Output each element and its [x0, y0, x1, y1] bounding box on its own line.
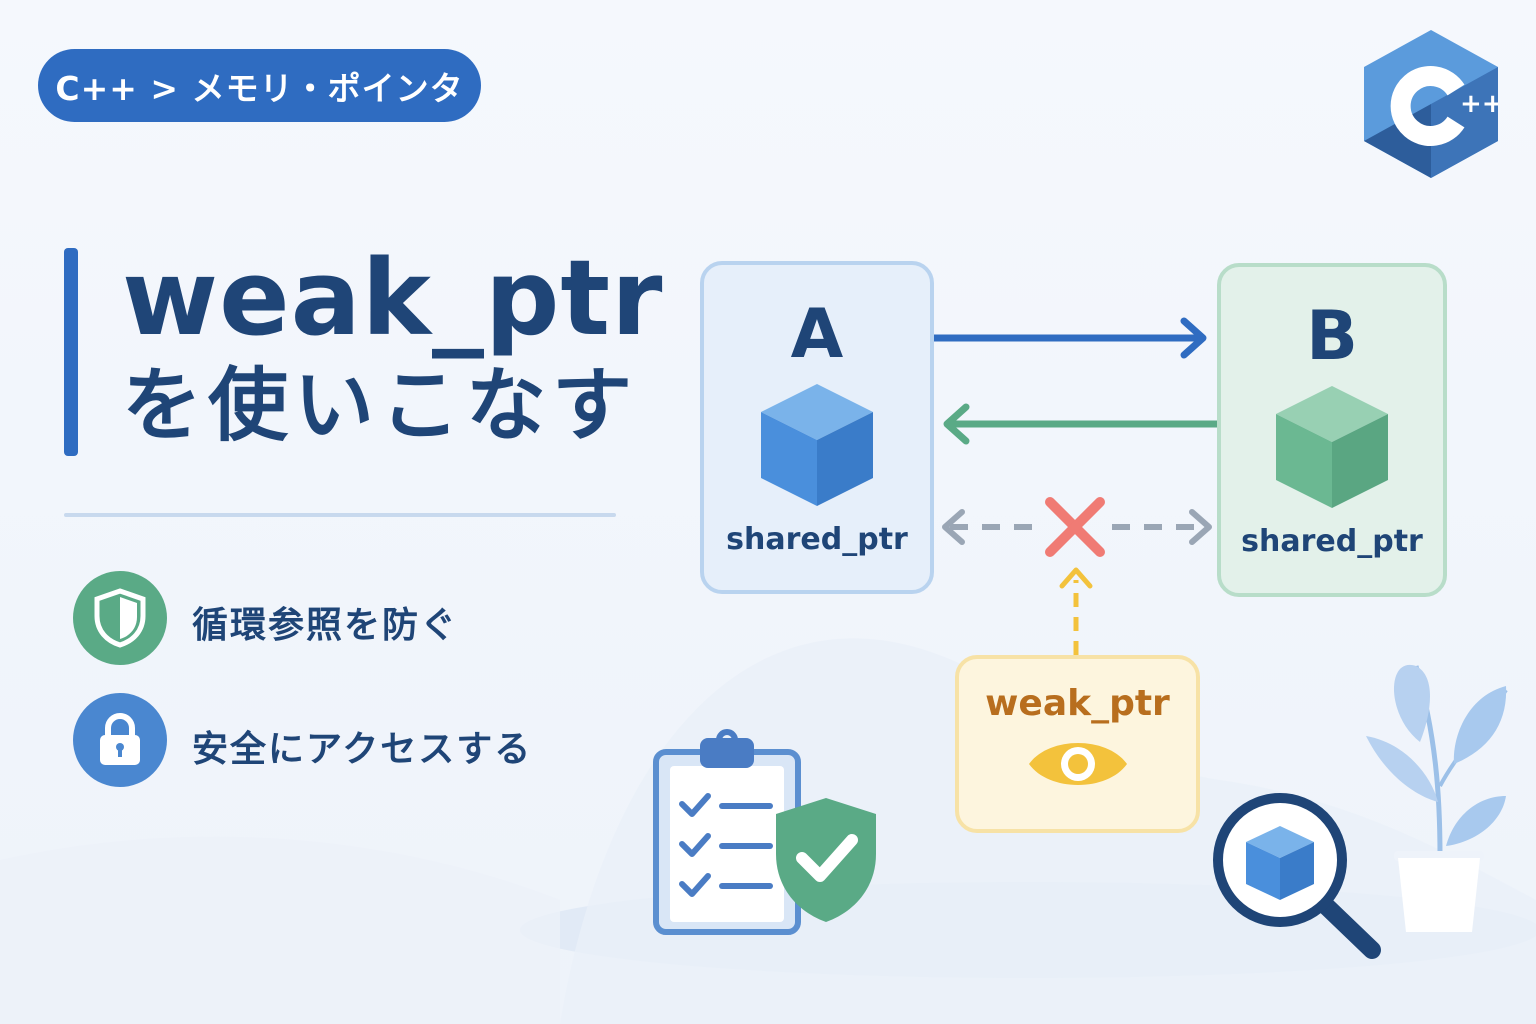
cube-icon	[761, 384, 873, 506]
divider	[64, 513, 616, 517]
node-b-letter: B	[1306, 297, 1358, 376]
node-b-label: shared_ptr	[1241, 524, 1423, 559]
feature-label-circular-reference: 循環参照を防ぐ	[192, 605, 459, 646]
page-title: weak_ptr	[122, 237, 664, 359]
eye-icon	[1028, 743, 1127, 785]
node-a-letter: A	[790, 295, 844, 374]
weak-ptr-label: weak_ptr	[985, 683, 1170, 724]
breadcrumb[interactable]: C++ > メモリ・ポインタ	[38, 49, 481, 122]
cpp-logo-icon: ++	[1364, 30, 1498, 178]
title-accent-bar	[64, 248, 78, 456]
node-b[interactable]: B shared_ptr	[1217, 263, 1447, 597]
node-a-label: shared_ptr	[726, 522, 908, 557]
logo-superscript: ++	[1460, 89, 1498, 119]
shield-icon	[73, 571, 167, 665]
cross-icon	[1045, 497, 1105, 557]
feature-label-safe-access: 安全にアクセスする	[192, 729, 533, 770]
node-a[interactable]: A shared_ptr	[700, 261, 934, 594]
shield-check-icon	[776, 798, 876, 922]
magnifier-icon	[1213, 793, 1381, 959]
page-subtitle: を使いこなす	[122, 359, 638, 452]
weak-ptr-node[interactable]: weak_ptr	[955, 655, 1200, 833]
clipboard-checklist-icon	[653, 729, 801, 935]
lock-icon	[73, 693, 167, 787]
plant-icon	[1366, 664, 1508, 932]
cube-icon	[1276, 386, 1388, 508]
